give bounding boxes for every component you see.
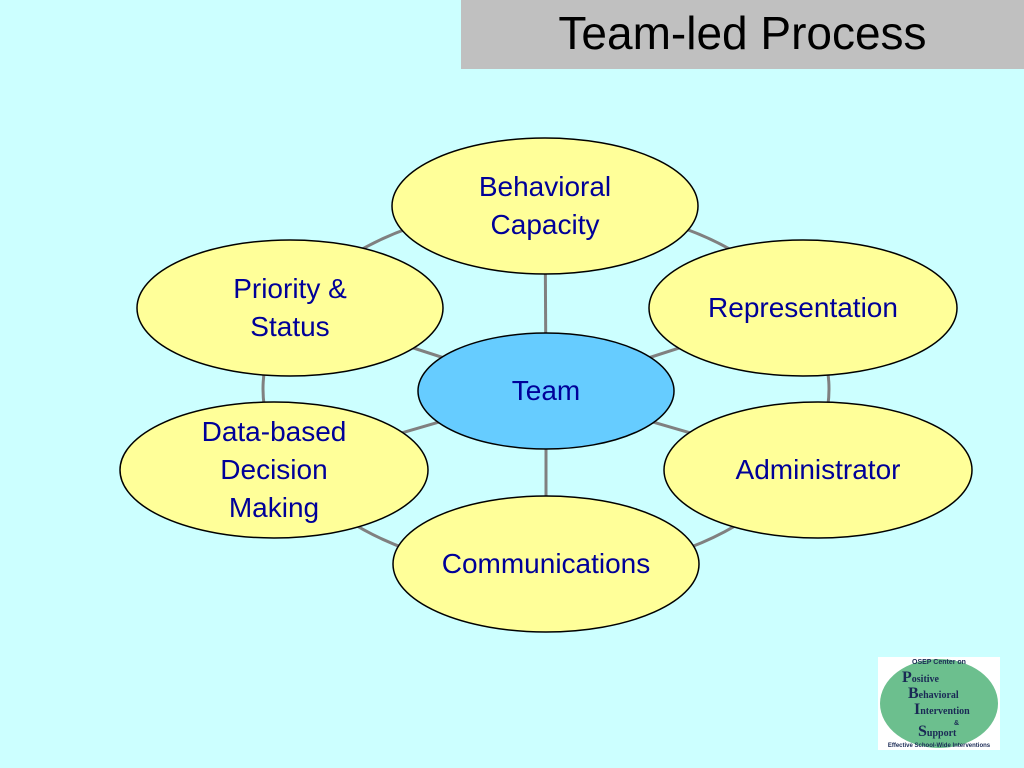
node-priority-status <box>136 239 444 377</box>
node-behavioral-capacity <box>391 137 699 275</box>
logo-header: OSEP Center on <box>912 659 966 666</box>
logo-footer: Effective School-Wide Interventions <box>887 743 991 749</box>
node-communications <box>392 495 700 633</box>
logo-badge <box>880 659 998 748</box>
node-representation <box>648 239 958 377</box>
node-team <box>417 332 675 450</box>
node-data-based-decision-making <box>119 401 429 539</box>
node-label-communications: Communications <box>441 548 651 579</box>
node-label-team: Team <box>511 375 581 406</box>
page-title: Team-led Process <box>558 7 927 59</box>
node-label-priority-status: Priority & Status <box>233 273 347 342</box>
pbis-logo: OSEP Center on Positive Behavioral Inter… <box>878 657 1000 750</box>
logo-word-behavioral: Behavioral <box>908 685 959 702</box>
logo-ampersand: & <box>954 720 960 727</box>
node-label-data-based-decision-making: Data-based Decision Making <box>201 416 347 523</box>
logo-word-positive: Positive <box>902 669 939 686</box>
logo-word-intervention: Intervention <box>914 701 970 718</box>
title-bar: Team-led Process <box>461 0 1024 69</box>
nodes <box>119 137 973 633</box>
logo-word-support: Support <box>918 723 957 740</box>
node-label-behavioral-capacity: Behavioral Capacity <box>478 171 612 240</box>
node-administrator <box>663 401 973 539</box>
node-label-administrator: Administrator <box>735 454 901 485</box>
node-label-representation: Representation <box>708 292 898 323</box>
